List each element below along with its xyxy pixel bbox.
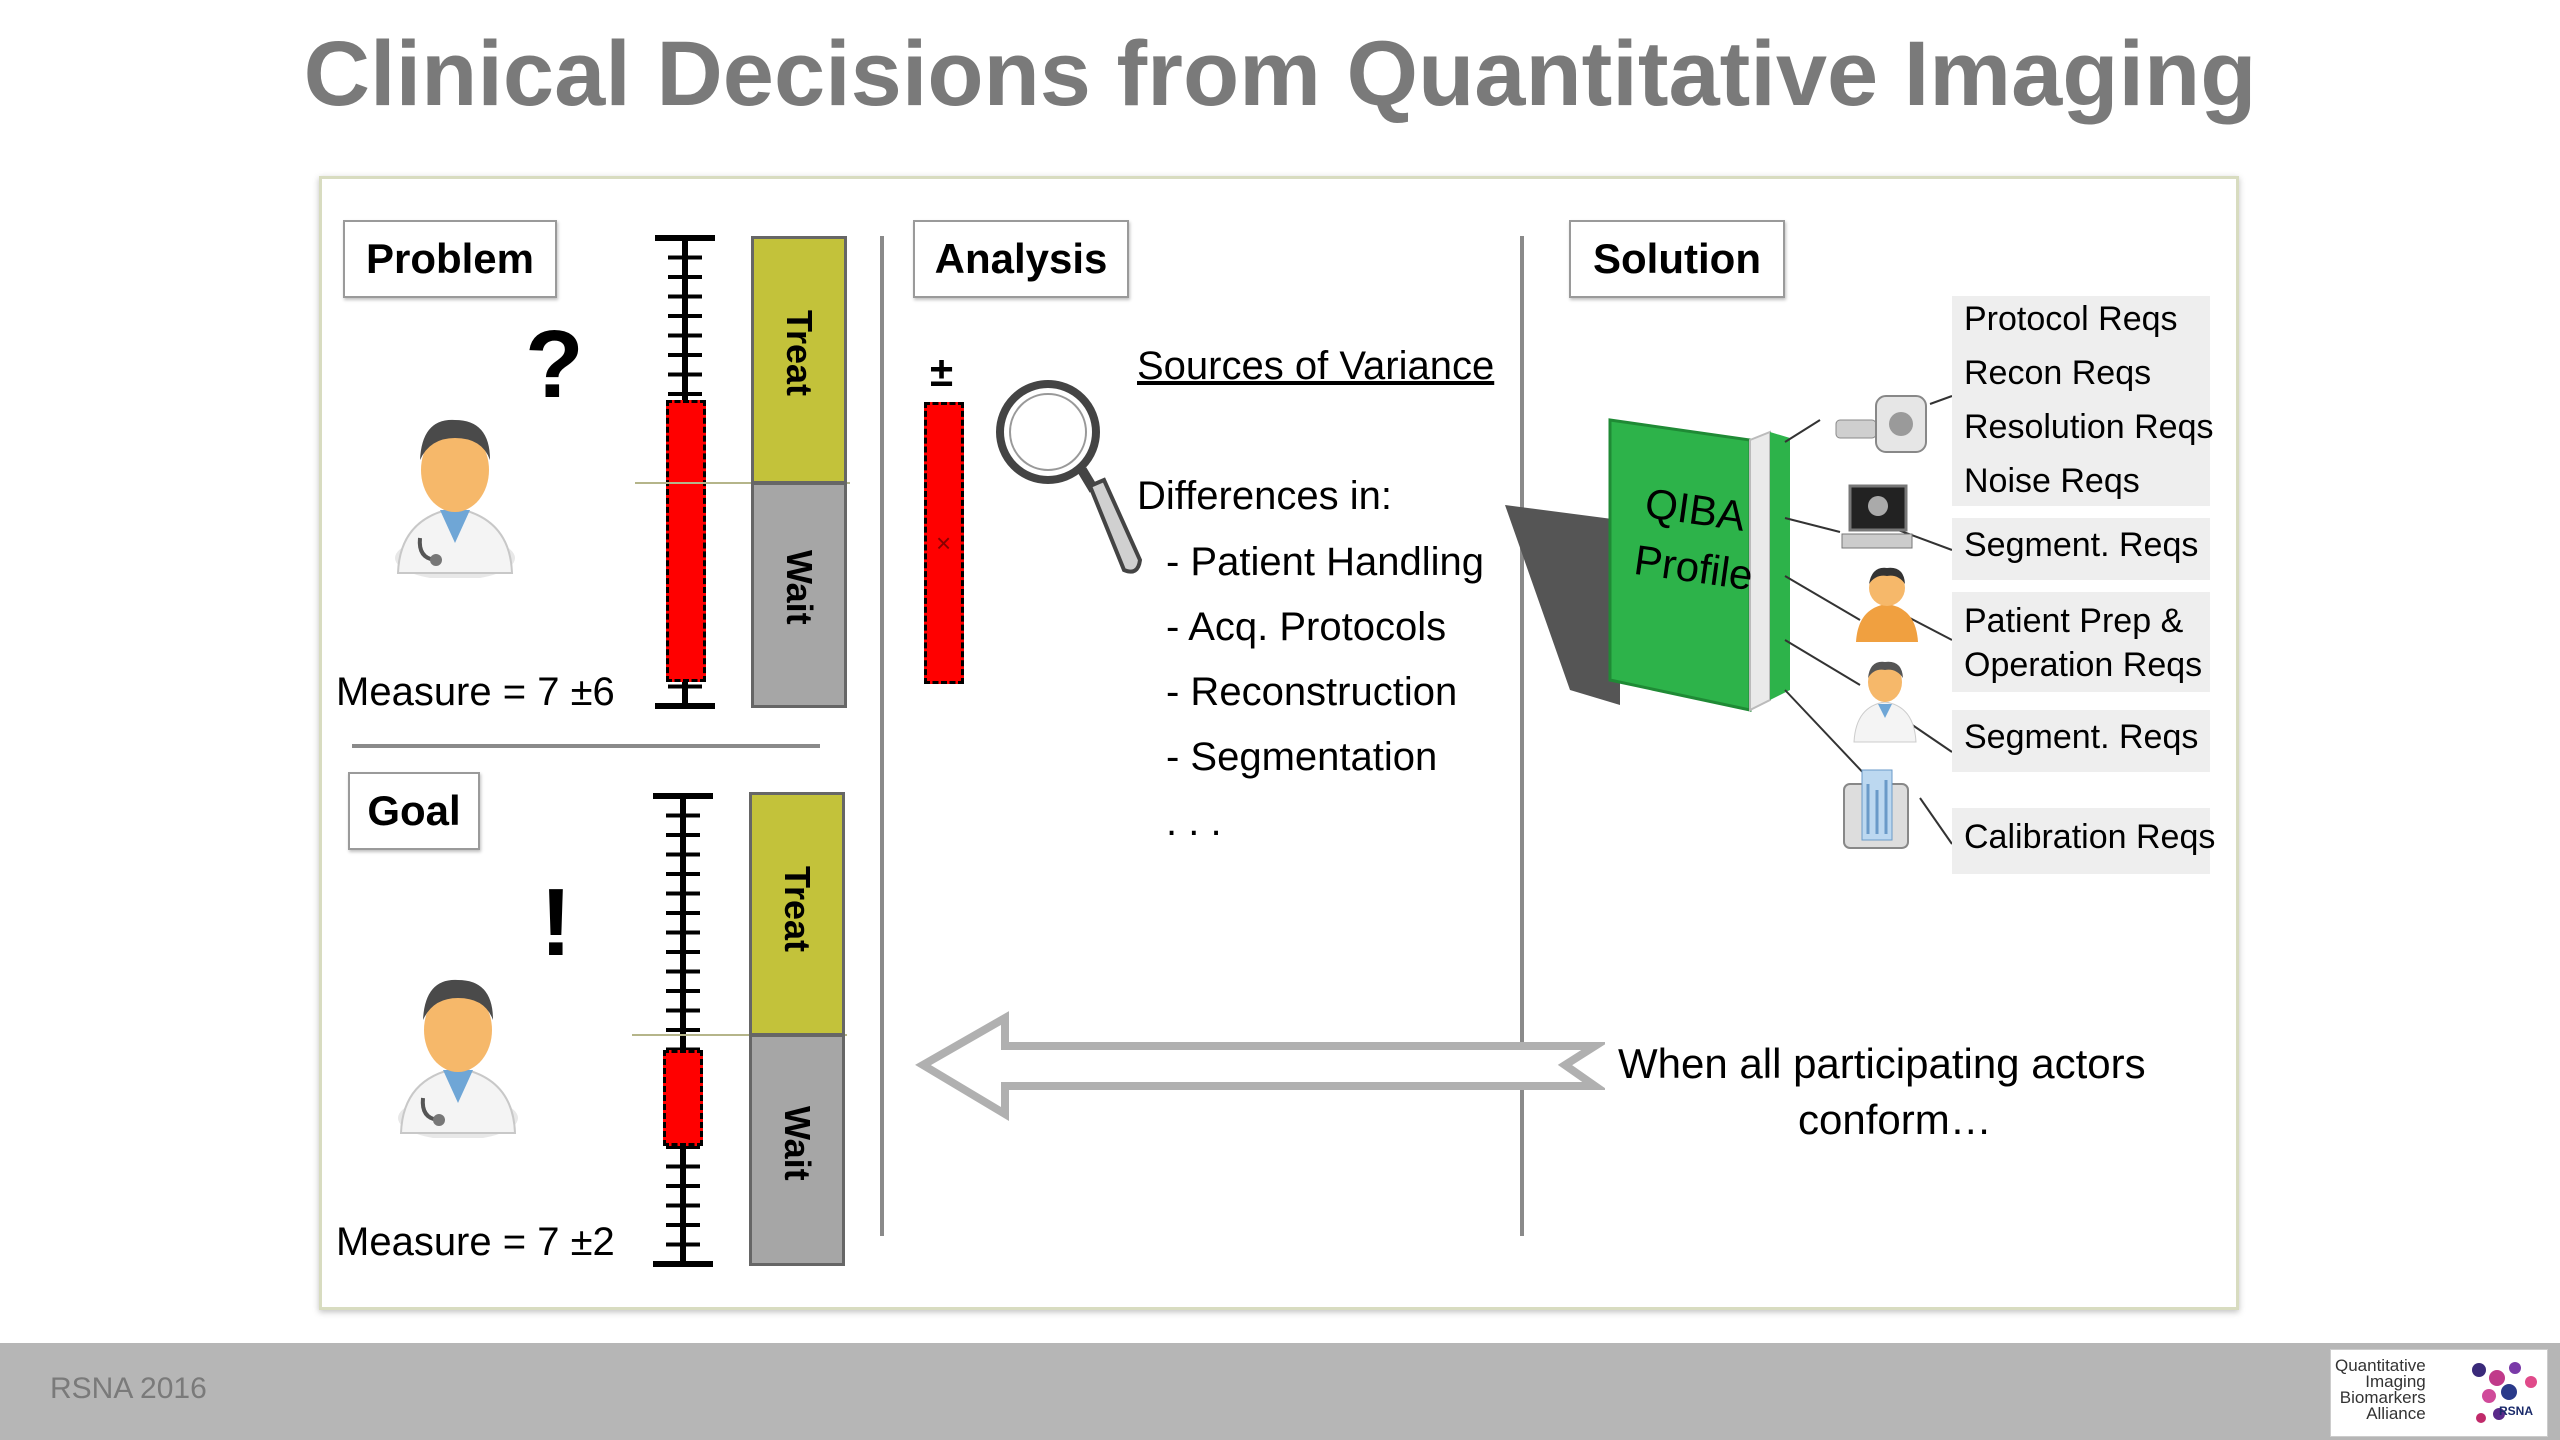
problem-label: Problem xyxy=(343,220,557,298)
req-item: Segment. Reqs xyxy=(1964,526,2199,564)
req-box xyxy=(1952,808,2210,874)
goal-treat-label: Treat xyxy=(777,866,818,953)
logo-line: Quantitative xyxy=(2335,1356,2426,1375)
problem-error-bar xyxy=(666,400,706,682)
goal-error-bar xyxy=(663,1050,703,1146)
footer-bar xyxy=(0,1343,2560,1440)
question-mark: ? xyxy=(525,311,584,418)
difference-item: - Reconstruction xyxy=(1166,670,1458,714)
ct-scanner-icon xyxy=(1835,395,1927,453)
req-box xyxy=(1952,518,2210,580)
analysis-label: Analysis xyxy=(913,220,1129,298)
doctor-icon-goal xyxy=(398,979,518,1138)
problem-wait-bar xyxy=(751,482,847,708)
goal-wait-label: Wait xyxy=(777,1106,818,1181)
diagram-frame xyxy=(319,176,2239,1310)
difference-item: - Acq. Protocols xyxy=(1166,605,1447,649)
connector-lines xyxy=(1784,395,1953,845)
req-item: Calibration Reqs xyxy=(1964,818,2216,856)
logo-rsna: RSNA xyxy=(2499,1404,2534,1418)
req-item: Protocol Reqs xyxy=(1964,300,2178,338)
logo-text: Quantitative Imaging Biomarkers Alliance xyxy=(2335,1356,2426,1423)
problem-wait-label: Wait xyxy=(779,550,820,625)
analysis-error-bar xyxy=(924,402,964,684)
qiba-profile-book-icon xyxy=(1608,418,1790,712)
goal-ruler xyxy=(653,793,713,1267)
goal-treat-bar xyxy=(749,792,845,1036)
divider-left xyxy=(880,236,884,1236)
difference-item: - Segmentation xyxy=(1166,735,1438,779)
logo-line: Biomarkers xyxy=(2339,1388,2426,1407)
slide-title: Clinical Decisions from Quantitative Ima… xyxy=(303,23,2257,125)
conform-line2: conform… xyxy=(1798,1096,1992,1143)
req-item: Segment. Reqs xyxy=(1964,718,2199,756)
problem-measure: Measure = 7 ±6 xyxy=(336,670,615,714)
divider-right xyxy=(1520,236,1524,1236)
qiba-logo: Quantitative Imaging Biomarkers Alliance… xyxy=(2330,1349,2548,1437)
goal-label: Goal xyxy=(348,772,480,850)
req-box xyxy=(1952,710,2210,772)
logo-line: Imaging xyxy=(2365,1372,2426,1391)
magnifying-glass-icon xyxy=(996,380,1143,574)
conform-line1: When all participating actors xyxy=(1618,1040,2146,1087)
difference-item: - Patient Handling xyxy=(1166,540,1484,584)
req-item: Operation Reqs xyxy=(1964,646,2203,684)
divider-problem-goal xyxy=(352,744,820,748)
goal-threshold-line xyxy=(632,1034,847,1036)
calibration-device-icon xyxy=(1843,769,1909,849)
req-item: Resolution Reqs xyxy=(1964,408,2214,446)
sources-heading: Sources of Variance xyxy=(1137,344,1495,388)
logo-line: Alliance xyxy=(2366,1404,2426,1423)
logo-dots-icon xyxy=(2472,1362,2537,1423)
goal-wait-bar xyxy=(749,1034,845,1266)
left-arrow-icon xyxy=(915,1011,1605,1122)
req-box xyxy=(1952,592,2210,692)
req-group-box xyxy=(1952,296,2210,506)
req-item: Noise Reqs xyxy=(1964,462,2140,500)
patient-icon xyxy=(1856,567,1918,642)
difference-ellipsis: . . . xyxy=(1166,800,1222,844)
exclamation-mark: ! xyxy=(540,869,572,976)
doctor-icon xyxy=(395,419,515,578)
book-shadow xyxy=(1505,505,1620,705)
solution-label: Solution xyxy=(1569,220,1785,298)
problem-threshold-line xyxy=(635,482,850,484)
plusminus-sign: ± xyxy=(930,348,954,395)
workstation-icon xyxy=(1841,484,1913,549)
goal-measure: Measure = 7 ±2 xyxy=(336,1220,615,1264)
problem-treat-label: Treat xyxy=(779,310,820,397)
footer-text: RSNA 2016 xyxy=(50,1372,207,1405)
problem-treat-bar xyxy=(751,236,847,484)
differences-heading: Differences in: xyxy=(1137,474,1392,518)
req-item: Patient Prep & xyxy=(1964,602,2184,640)
analysis-error-x: × xyxy=(936,528,952,558)
req-item: Recon Reqs xyxy=(1964,354,2152,392)
operator-icon xyxy=(1853,661,1917,743)
